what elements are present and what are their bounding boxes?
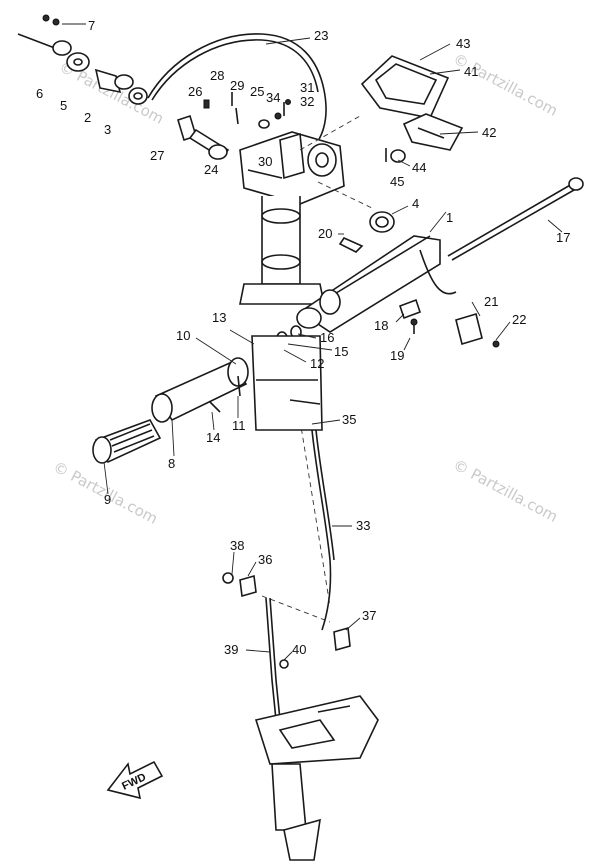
callout-32: 32: [300, 94, 314, 109]
callout-5: 5: [60, 98, 67, 113]
throttle-grip: [92, 357, 249, 464]
callout-35: 35: [342, 412, 356, 427]
callout-39: 39: [224, 642, 238, 657]
shift-link-rod: [265, 597, 289, 721]
shift-hardware: [222, 572, 351, 652]
small-hardware: [203, 92, 291, 129]
callout-14: 14: [206, 430, 220, 445]
callout-13: 13: [212, 310, 226, 325]
callout-26: 26: [188, 84, 202, 99]
mount-hardware: [398, 298, 500, 348]
callout-43: 43: [456, 36, 470, 51]
callout-44: 44: [412, 160, 426, 175]
alignment-line-4: [261, 595, 331, 623]
leader-lines: [62, 23, 563, 661]
callout-45: 45: [390, 174, 404, 189]
callout-8: 8: [168, 456, 175, 471]
callout-36: 36: [258, 552, 272, 567]
callout-6: 6: [36, 86, 43, 101]
callout-41: 41: [464, 64, 478, 79]
callout-30: 30: [258, 154, 272, 169]
callout-21: 21: [484, 294, 498, 309]
callout-3: 3: [104, 122, 111, 137]
lower-bracket: [251, 335, 323, 431]
alignment-line-3: [299, 419, 331, 607]
throttle-cable-inner: [151, 39, 319, 101]
throttle-knob-assembly: [17, 14, 148, 105]
callout-28: 28: [210, 68, 224, 83]
callout-25: 25: [250, 84, 264, 99]
watermark-2: © Partzilla.com: [450, 50, 561, 120]
alignment-line-1: [299, 115, 361, 151]
callout-33: 33: [356, 518, 370, 533]
callout-40: 40: [292, 642, 306, 657]
watermark-4: © Partzilla.com: [450, 456, 561, 526]
callout-20: 20: [318, 226, 332, 241]
callout-19: 19: [390, 348, 404, 363]
bracket-plates: [360, 55, 464, 163]
callout-18: 18: [374, 318, 388, 333]
callout-11: 11: [232, 418, 246, 433]
lower-unit: [254, 695, 379, 861]
callout-15: 15: [334, 344, 348, 359]
callout-42: 42: [482, 125, 496, 140]
steering-handle: [296, 211, 457, 333]
callout-10: 10: [176, 328, 190, 343]
throttle-rod: [447, 177, 584, 261]
callout-1: 1: [446, 210, 453, 225]
callout-23: 23: [314, 28, 328, 43]
fwd-arrow: FWD: [106, 760, 164, 800]
steering-column: [239, 196, 325, 305]
callout-9: 9: [104, 492, 111, 507]
callout-29: 29: [230, 78, 244, 93]
throttle-cable: [147, 33, 327, 151]
swivel-bracket-housing: [239, 131, 345, 205]
callout-4: 4: [412, 196, 419, 211]
callout-38: 38: [230, 538, 244, 553]
callout-12: 12: [310, 356, 324, 371]
throttle-shaft: [177, 114, 230, 160]
callout-37: 37: [362, 608, 376, 623]
callout-27: 27: [150, 148, 164, 163]
callout-7: 7: [88, 18, 95, 33]
shift-rod: [311, 429, 335, 631]
alignment-line-2: [317, 181, 373, 209]
callout-24: 24: [204, 162, 218, 177]
callout-34: 34: [266, 90, 280, 105]
callout-31: 31: [300, 80, 314, 95]
screw-20: [338, 236, 364, 253]
callout-22: 22: [512, 312, 526, 327]
callout-16: 16: [320, 330, 334, 345]
callout-17: 17: [556, 230, 570, 245]
callout-2: 2: [84, 110, 91, 125]
